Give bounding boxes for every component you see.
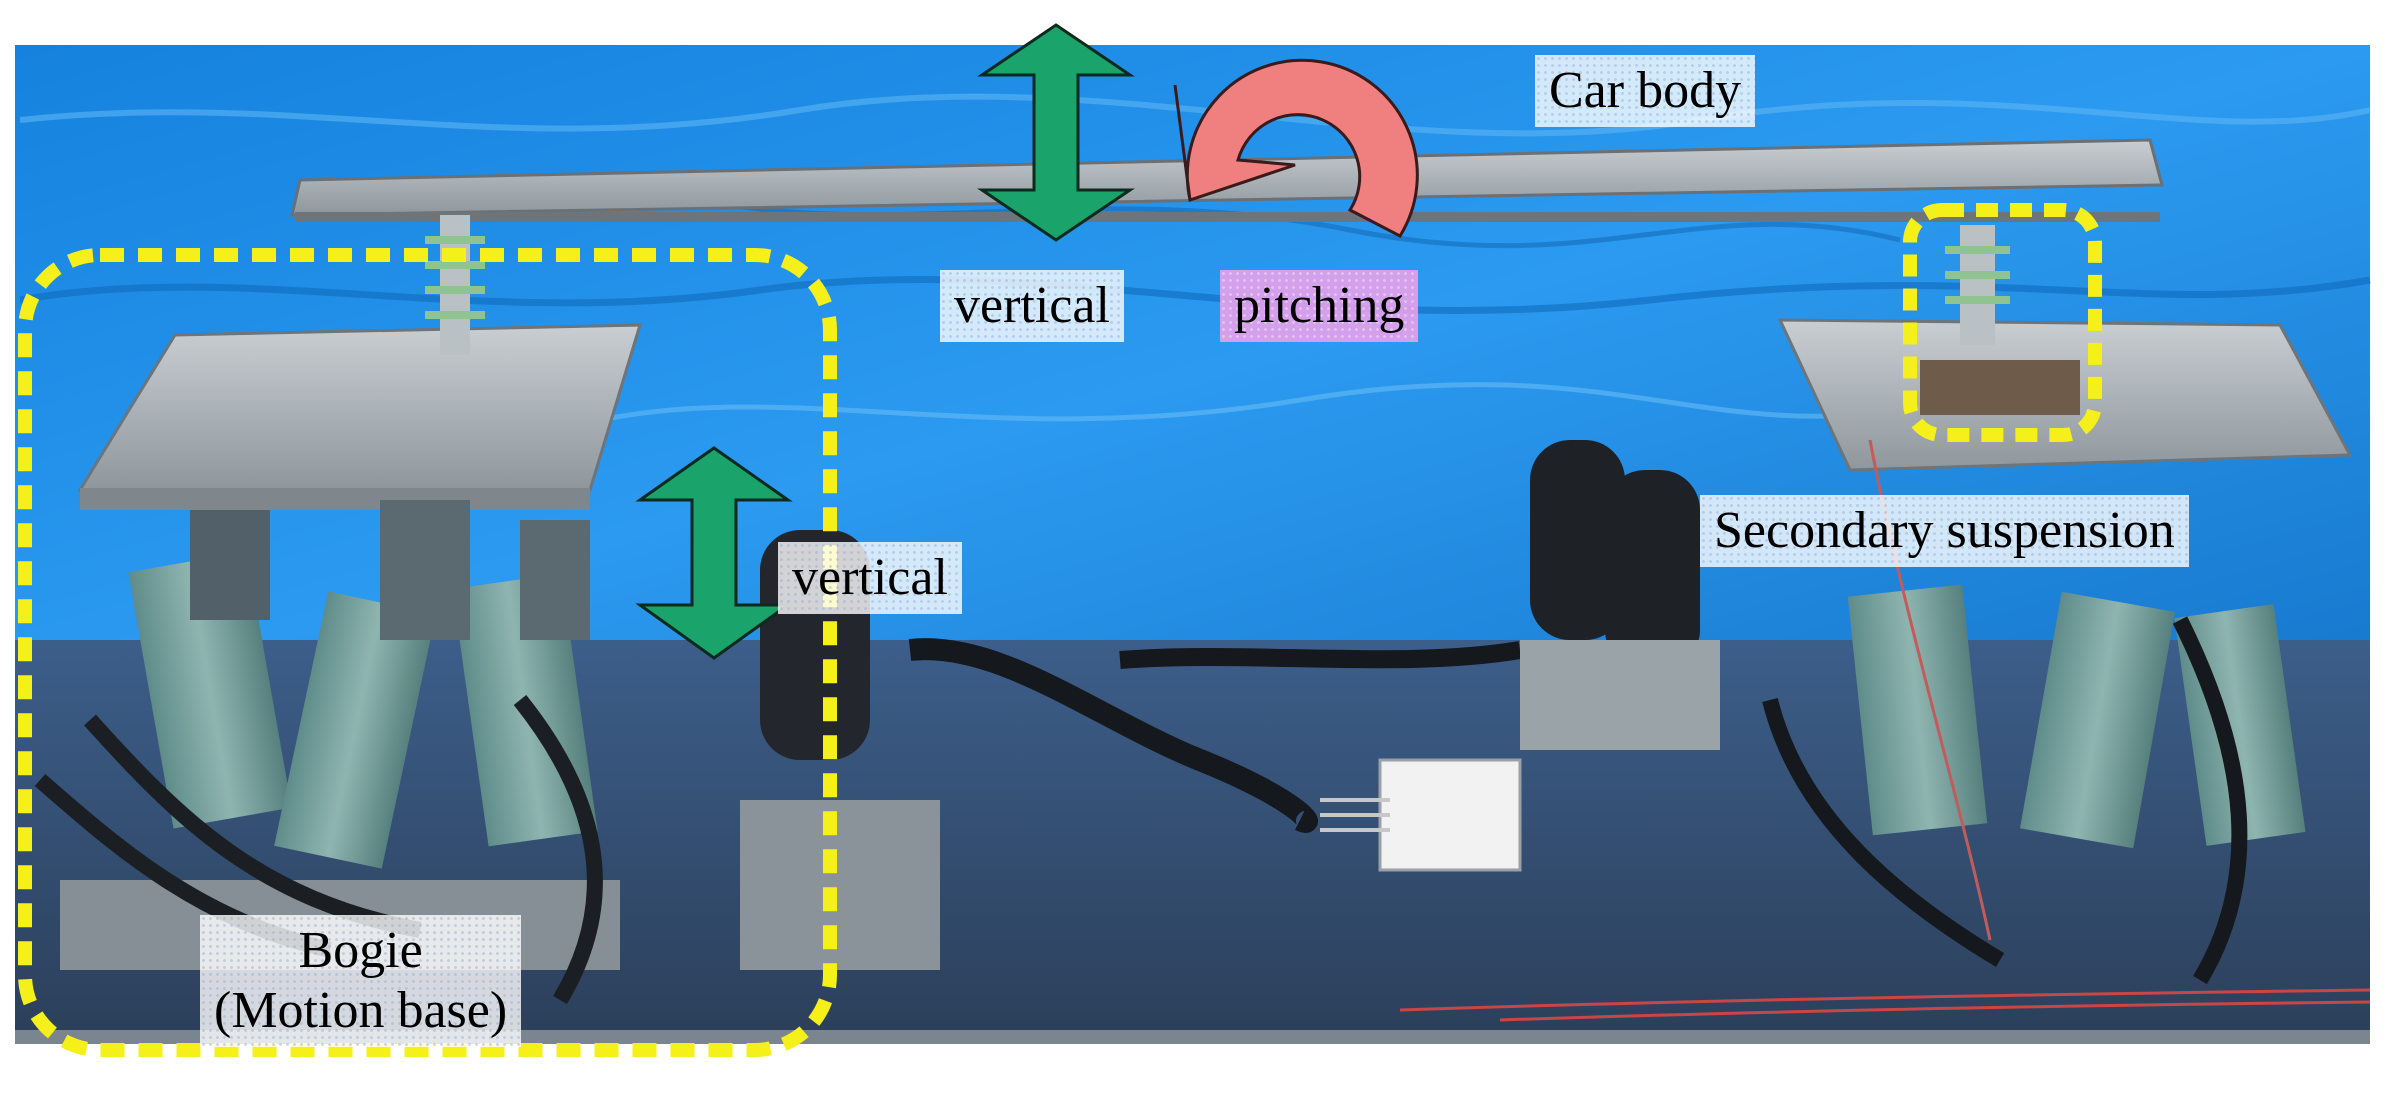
secondary-suspension-highlight-box bbox=[1903, 203, 2102, 442]
bogie-highlight-box bbox=[18, 248, 837, 1057]
pitching-rotation-arrow-icon bbox=[1173, 58, 1419, 238]
right-bogie-motion-base bbox=[1762, 225, 2353, 985]
hydraulic-hoses-and-accumulators bbox=[908, 440, 1720, 872]
bogie-label: Bogie (Motion base) bbox=[200, 915, 522, 1047]
bogie-label-line2: (Motion base) bbox=[214, 981, 508, 1039]
vertical-double-arrow-icon bbox=[977, 23, 1135, 242]
vertical-label-top: vertical bbox=[940, 270, 1124, 342]
bogie-label-line1: Bogie bbox=[298, 922, 423, 979]
floor-cables bbox=[1399, 988, 2371, 1022]
vertical-label-side: vertical bbox=[778, 542, 962, 614]
car-body-label: Car body bbox=[1535, 55, 1756, 127]
vertical-double-arrow-icon bbox=[635, 446, 793, 660]
pitching-label: pitching bbox=[1220, 270, 1419, 342]
secondary-suspension-label: Secondary suspension bbox=[1700, 495, 2189, 567]
left-bogie-motion-base bbox=[34, 215, 940, 1005]
